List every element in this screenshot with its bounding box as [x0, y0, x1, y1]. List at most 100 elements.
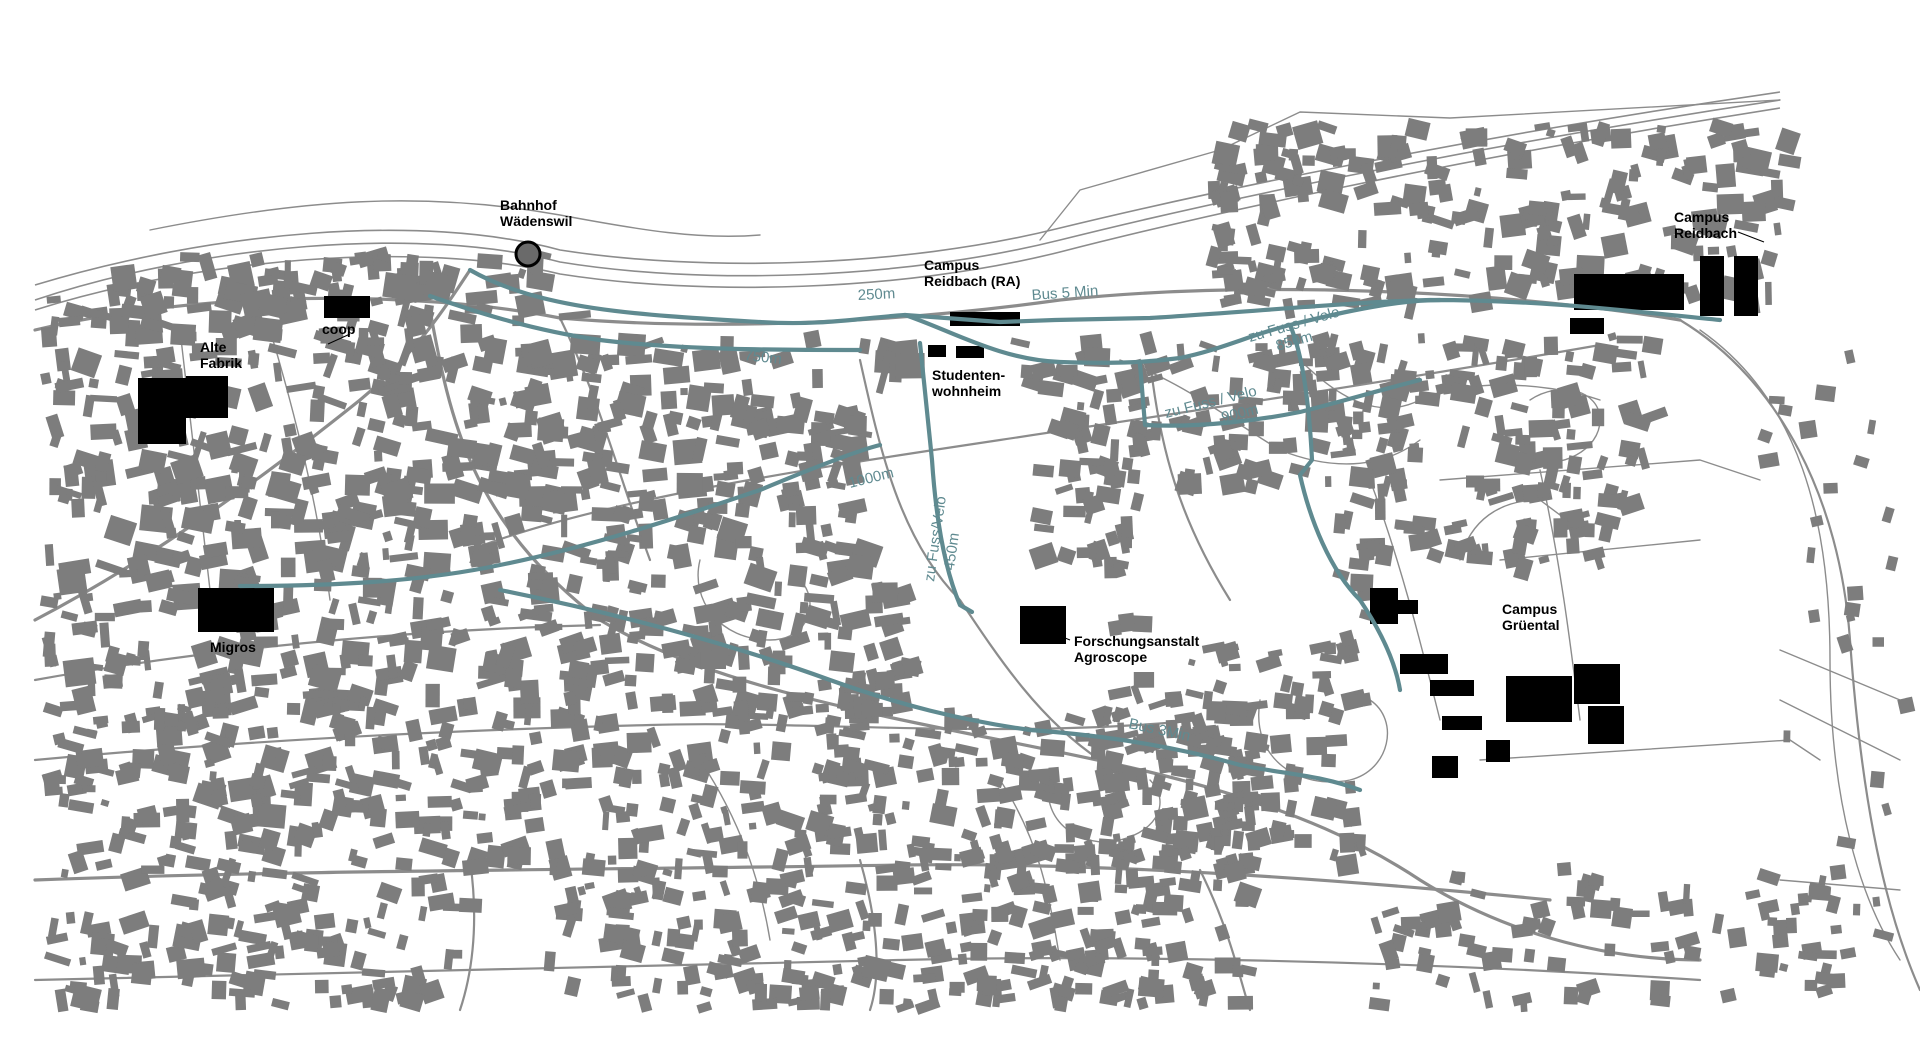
building — [1158, 848, 1180, 858]
building — [211, 677, 226, 705]
building — [372, 976, 396, 990]
building — [953, 756, 965, 768]
building — [1168, 693, 1184, 709]
building — [160, 264, 182, 285]
building — [180, 506, 216, 534]
building — [418, 837, 448, 859]
building — [235, 995, 247, 1011]
building — [779, 630, 811, 651]
grueental-building-3 — [1400, 654, 1448, 674]
building — [1470, 888, 1487, 900]
building — [363, 337, 385, 346]
building — [1263, 271, 1286, 285]
building — [676, 817, 691, 837]
route-label-250m: 250m — [857, 285, 895, 304]
building — [351, 426, 366, 447]
building — [314, 979, 329, 994]
label-campus-reidbach-ra: Campus Reidbach (RA) — [924, 257, 1020, 289]
building — [807, 422, 835, 436]
building — [1282, 437, 1298, 454]
building — [1189, 386, 1211, 408]
building — [676, 472, 703, 495]
building — [756, 692, 778, 712]
coop-building — [324, 296, 370, 318]
building — [1369, 452, 1398, 479]
building — [313, 352, 331, 364]
building — [1368, 997, 1391, 1012]
building — [171, 549, 192, 566]
markers — [327, 231, 1765, 641]
building — [40, 372, 52, 385]
building — [1122, 838, 1132, 847]
building — [1616, 335, 1643, 344]
building — [1190, 712, 1208, 735]
building — [1599, 197, 1612, 210]
building — [221, 916, 236, 930]
building — [157, 492, 175, 507]
building — [650, 574, 666, 588]
building — [756, 759, 770, 780]
building — [1165, 940, 1189, 964]
building — [662, 365, 691, 385]
building — [652, 977, 663, 994]
building — [1085, 374, 1108, 387]
building — [1107, 685, 1133, 701]
building — [1641, 335, 1664, 355]
building — [610, 966, 619, 982]
building — [569, 718, 591, 743]
building — [1610, 128, 1632, 149]
building — [1244, 700, 1268, 711]
building — [291, 634, 300, 649]
building — [715, 480, 736, 499]
building — [527, 572, 554, 580]
building — [140, 369, 156, 379]
building — [651, 877, 661, 900]
grueental-building-6 — [1432, 756, 1458, 778]
building — [153, 707, 166, 731]
building — [1576, 254, 1605, 276]
building — [806, 864, 815, 873]
building — [1088, 540, 1101, 561]
building — [1867, 419, 1877, 435]
building — [1010, 337, 1031, 349]
building — [1075, 982, 1093, 995]
building — [638, 440, 668, 464]
building — [1390, 134, 1407, 150]
building — [1512, 522, 1539, 545]
building — [213, 635, 244, 662]
building — [813, 410, 835, 425]
building — [1454, 268, 1471, 279]
building — [92, 965, 106, 986]
building — [167, 763, 190, 785]
building — [1360, 264, 1381, 283]
building — [691, 848, 718, 858]
building — [350, 854, 368, 869]
building — [1048, 766, 1060, 783]
building — [610, 526, 622, 536]
building — [1829, 864, 1847, 881]
building — [1657, 891, 1670, 913]
building — [548, 458, 575, 467]
building — [302, 689, 324, 699]
building — [1560, 189, 1572, 202]
building — [1798, 419, 1818, 440]
building — [1219, 295, 1240, 309]
building — [741, 717, 763, 734]
building — [1205, 245, 1223, 269]
building — [760, 801, 785, 826]
building — [43, 772, 61, 797]
building — [677, 980, 689, 995]
building — [1297, 190, 1310, 203]
building — [1637, 360, 1647, 379]
building — [1140, 826, 1169, 844]
building — [1427, 239, 1449, 256]
building — [784, 450, 801, 468]
building — [418, 905, 428, 922]
building — [826, 826, 852, 840]
building — [88, 378, 99, 389]
building — [1378, 939, 1399, 964]
building — [190, 476, 206, 490]
building — [210, 787, 229, 807]
building — [1560, 135, 1578, 159]
building — [77, 588, 93, 615]
